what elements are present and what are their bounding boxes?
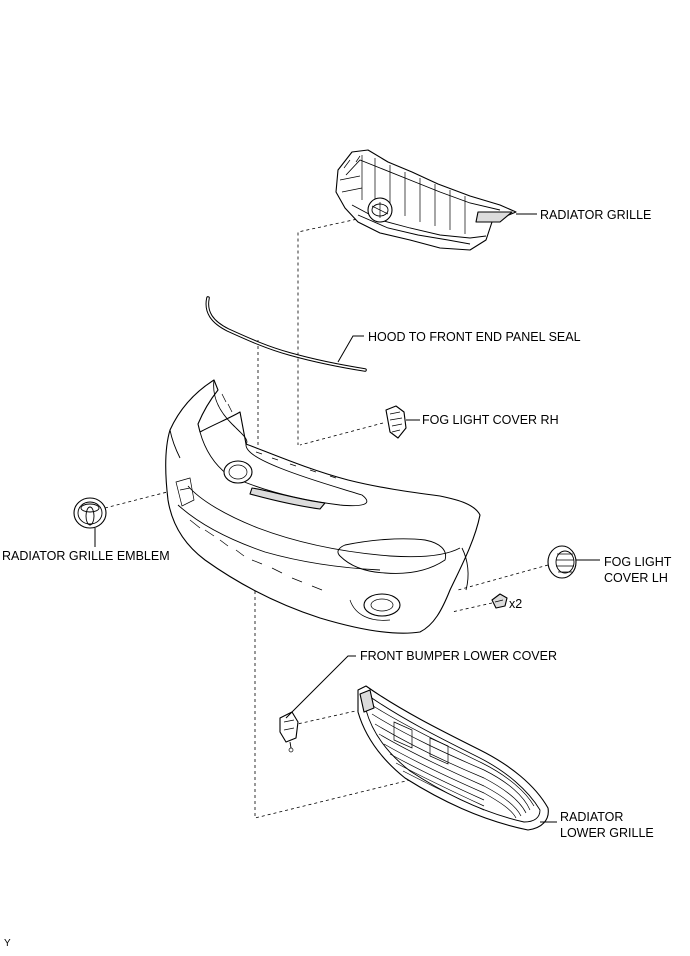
fog-light-cover-lh-label-line1: FOG LIGHT [604,555,672,569]
clip-part [491,593,508,609]
fog-light-cover-lh-label-line2: COVER LH [604,571,668,585]
front-bumper-cover-part [165,379,481,634]
radiator-lower-grille-label-line2: LOWER GRILLE [560,826,654,840]
lower-cover-leader [285,655,356,719]
clip-count-label: x2 [509,597,522,611]
radiator-grille-label: RADIATOR GRILLE [540,208,651,222]
hood-seal-leader [337,335,364,363]
radiator-lower-grille-part [357,685,549,831]
front-bumper-lower-cover-label: FRONT BUMPER LOWER COVER [360,649,557,663]
assembly-guide-lines [104,217,549,819]
radiator-grille-emblem-part [73,497,107,529]
radiator-lower-grille-label-line1: RADIATOR [560,810,623,824]
fog-light-cover-lh-part [547,545,577,579]
fog-light-cover-rh-label: FOG LIGHT COVER RH [422,413,559,427]
radiator-grille-emblem-label: RADIATOR GRILLE EMBLEM [2,549,170,563]
hood-seal-part [205,296,367,372]
front-bumper-lower-cover-part [279,711,299,753]
radiator-grille-part [335,149,517,251]
corner-mark: Y [4,938,11,949]
hood-seal-label: HOOD TO FRONT END PANEL SEAL [368,330,581,344]
fog-light-cover-rh-part [385,405,407,439]
